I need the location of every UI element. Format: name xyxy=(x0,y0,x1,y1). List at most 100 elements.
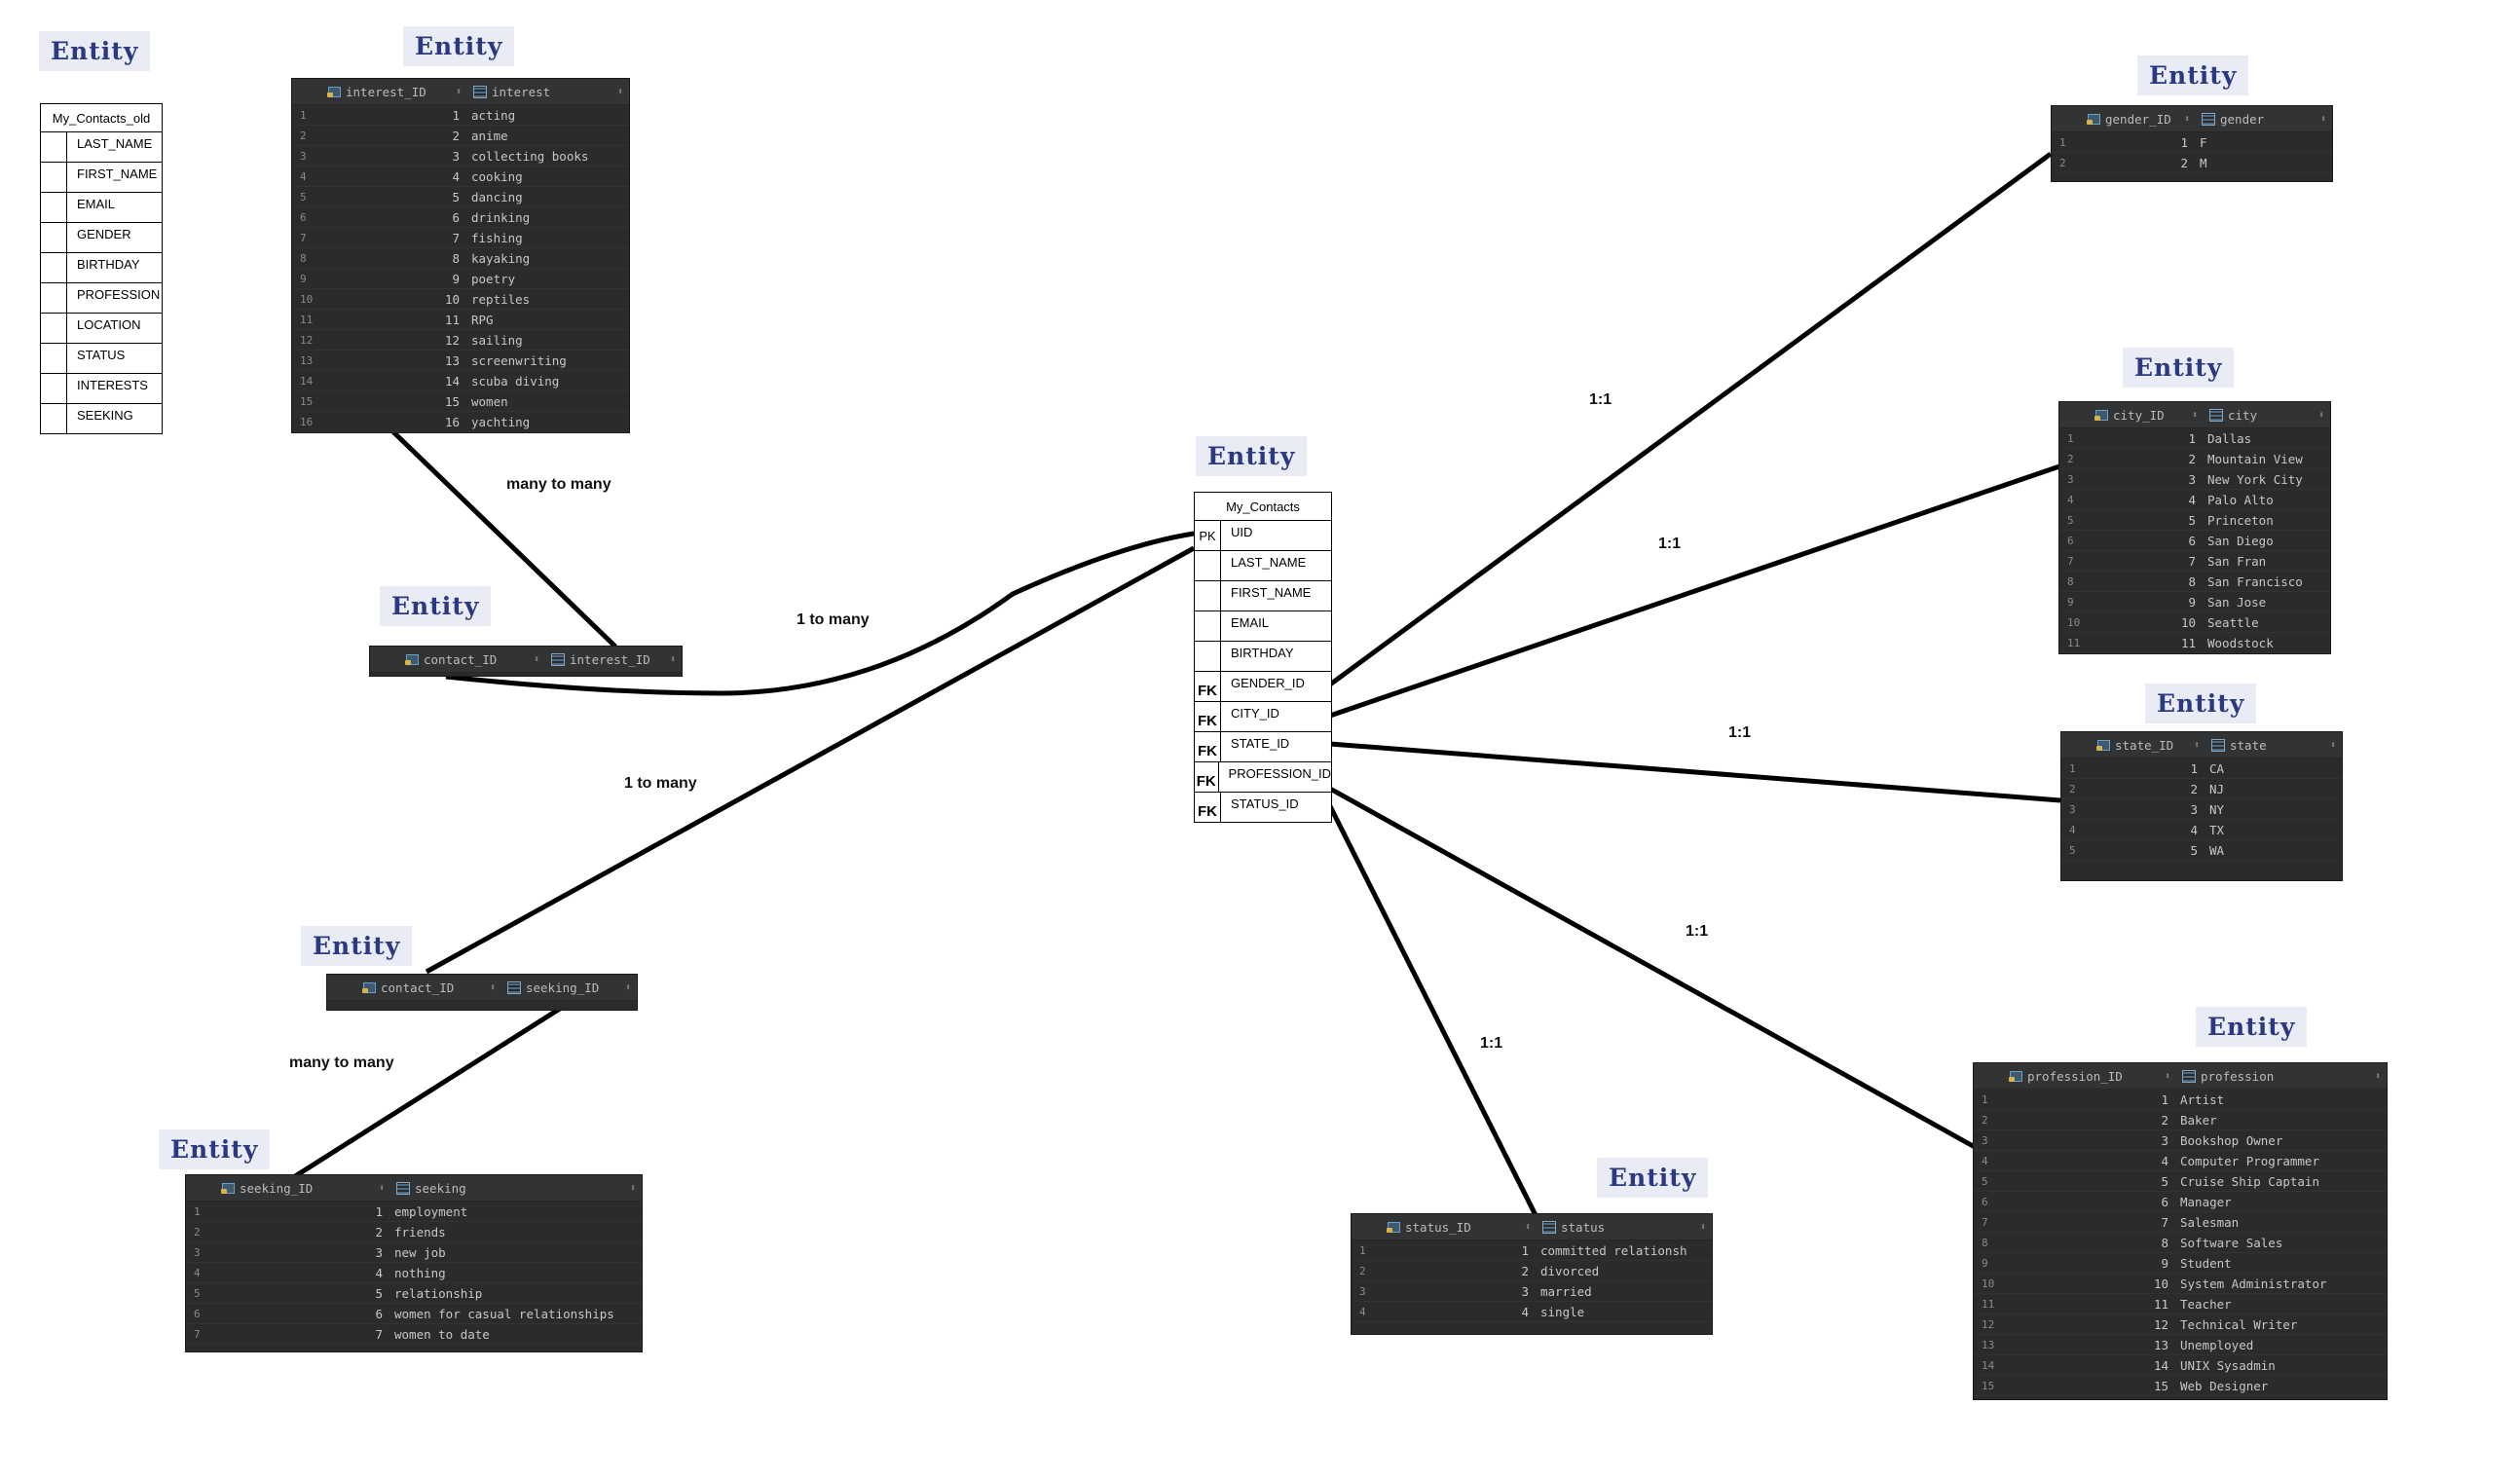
old-table-key-cell xyxy=(41,223,67,252)
column-header[interactable]: status_ID⬍ xyxy=(1381,1220,1537,1235)
cell-value: Artist xyxy=(2180,1092,2225,1107)
sort-icon[interactable]: ⬍ xyxy=(629,1182,636,1194)
sort-icon[interactable]: ⬍ xyxy=(2317,409,2324,421)
cell-value: dancing xyxy=(471,189,523,204)
cell-id: 9 xyxy=(452,271,460,286)
column-header[interactable]: seeking⬍ xyxy=(390,1181,642,1196)
key-column-icon xyxy=(2096,739,2110,751)
sort-icon[interactable]: ⬍ xyxy=(616,86,623,97)
cell-id: 4 xyxy=(375,1265,383,1280)
column-header[interactable]: interest_ID⬍ xyxy=(545,652,682,667)
cell-value: Computer Programmer xyxy=(2180,1153,2319,1168)
cell-value: yachting xyxy=(471,414,531,429)
line-city xyxy=(1329,462,2063,719)
cell-id: 10 xyxy=(2153,1276,2168,1291)
column-header[interactable]: state ⬍ xyxy=(2205,738,2342,753)
contacts-field-name: LAST_NAME xyxy=(1231,555,1307,570)
cell-id: 2 xyxy=(2161,1112,2168,1128)
entity-title-state: Entity xyxy=(2145,684,2257,723)
column-header[interactable]: contact_ID⬍ xyxy=(356,980,501,995)
row-number: 1 xyxy=(2059,135,2066,149)
old-table-row: PROFESSION xyxy=(41,283,162,314)
row-number: 4 xyxy=(194,1266,201,1279)
sort-icon[interactable]: ⬍ xyxy=(378,1182,385,1194)
column-header[interactable]: state_ID ⬍ xyxy=(2091,738,2205,753)
column-header[interactable]: gender_ID⬍ xyxy=(2081,112,2196,127)
column-header[interactable]: profession⬍ xyxy=(2176,1069,2387,1084)
old-table-key-cell xyxy=(41,132,67,162)
sort-icon[interactable]: ⬍ xyxy=(2164,1070,2170,1082)
sort-icon[interactable]: ⬍ xyxy=(669,653,676,665)
sort-icon[interactable]: ⬍ xyxy=(1524,1221,1531,1233)
row-number: 8 xyxy=(1982,1236,1988,1249)
cell-value: divorced xyxy=(1540,1263,1600,1278)
column-header[interactable]: interest_ID⬍ xyxy=(321,85,467,99)
old-table-key-cell xyxy=(41,163,67,192)
column-header-label: state xyxy=(2230,737,2267,753)
row-number: 4 xyxy=(300,169,307,183)
old-table-field: BIRTHDAY xyxy=(77,257,140,272)
column-header[interactable]: interest ⬍ xyxy=(467,85,629,99)
sort-icon[interactable]: ⬍ xyxy=(2191,409,2198,421)
column-header-label: seeking_ID xyxy=(240,1180,314,1196)
column-header[interactable]: contact_ID⬍ xyxy=(399,652,545,667)
row-number: 2 xyxy=(300,129,307,142)
sort-icon[interactable]: ⬍ xyxy=(2193,739,2200,751)
row-number: 4 xyxy=(2067,493,2074,506)
cell-id: 4 xyxy=(452,168,460,184)
column-header[interactable]: status⬍ xyxy=(1537,1220,1712,1235)
sort-icon[interactable]: ⬍ xyxy=(2329,739,2336,751)
column-header[interactable]: city_ID⬍ xyxy=(2089,408,2204,423)
old-table-field: EMAIL xyxy=(77,197,116,211)
cell-value: Teacher xyxy=(2180,1296,2232,1312)
sort-icon[interactable]: ⬍ xyxy=(533,653,539,665)
cell-value: collecting books xyxy=(471,148,589,164)
cell-value: drinking xyxy=(471,209,531,225)
sort-icon[interactable]: ⬍ xyxy=(2183,113,2190,125)
cell-id: 13 xyxy=(2153,1337,2168,1352)
row-number: 3 xyxy=(2067,472,2074,486)
contacts-key-badge: PK xyxy=(1195,521,1221,550)
column-header[interactable]: profession_ID⬍ xyxy=(2003,1069,2176,1084)
column-header-label: interest xyxy=(492,84,551,99)
column-header[interactable]: seeking_ID⬍ xyxy=(501,980,637,995)
sort-icon[interactable]: ⬍ xyxy=(2319,113,2326,125)
old-table-key-cell xyxy=(41,314,67,343)
sort-icon[interactable]: ⬍ xyxy=(1699,1221,1706,1233)
cell-value: Software Sales xyxy=(2180,1235,2283,1250)
column-icon xyxy=(2209,408,2223,422)
cell-value: fishing xyxy=(471,230,523,245)
sort-icon[interactable]: ⬍ xyxy=(489,981,496,993)
column-header[interactable]: seeking_ID ⬍ xyxy=(215,1181,390,1196)
label-state-1-1: 1:1 xyxy=(1728,724,1752,741)
cell-id: 6 xyxy=(375,1306,383,1321)
row-number: 1 xyxy=(1359,1243,1366,1257)
old-table-row: INTERESTS xyxy=(41,374,162,404)
label-city-1-1: 1:1 xyxy=(1658,536,1682,552)
cell-value: TX xyxy=(2209,822,2225,837)
column-header[interactable]: city⬍ xyxy=(2204,408,2330,423)
column-header[interactable]: gender⬍ xyxy=(2196,112,2332,127)
cell-value: WA xyxy=(2209,842,2225,858)
sort-icon[interactable]: ⬍ xyxy=(2374,1070,2381,1082)
column-header-label: state_ID xyxy=(2115,737,2174,753)
sort-icon[interactable]: ⬍ xyxy=(624,981,631,993)
cell-value: Unemployed xyxy=(2180,1337,2254,1352)
cell-id: 1 xyxy=(2161,1092,2168,1107)
sort-icon[interactable]: ⬍ xyxy=(455,86,462,97)
cell-id: 5 xyxy=(452,189,460,204)
